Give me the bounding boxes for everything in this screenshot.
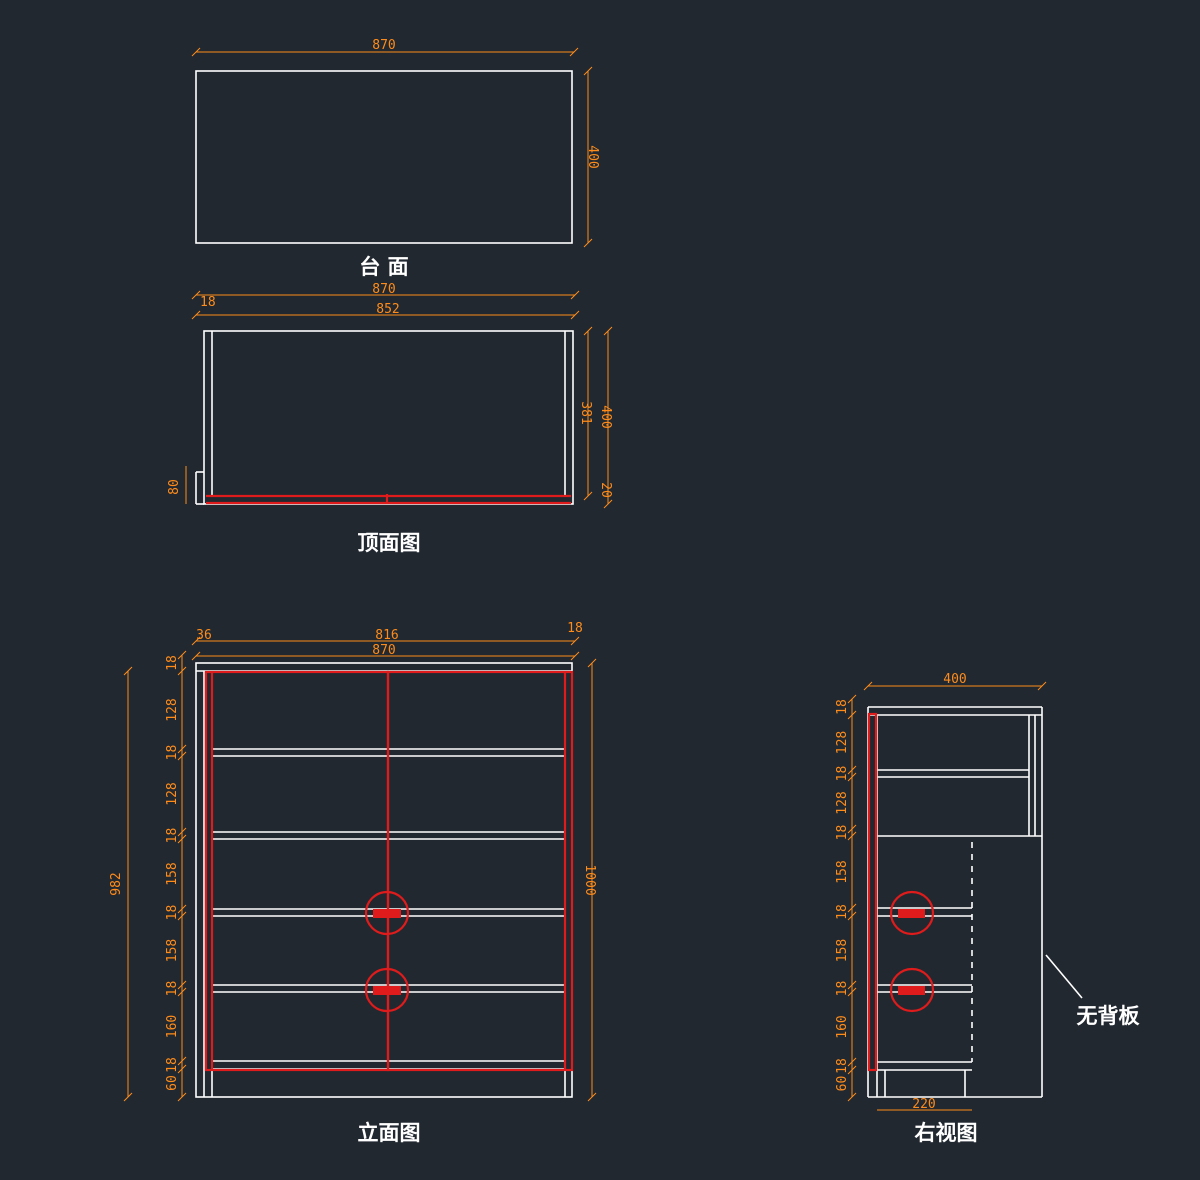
chain-dim: 18 xyxy=(835,825,850,841)
right-door xyxy=(386,670,574,1072)
countertop-label: 台 面 xyxy=(359,255,408,279)
chain-dim: 60 xyxy=(165,1075,180,1091)
top-view-outline xyxy=(203,330,574,505)
top-view: 870 852 18 381 400 20 80 顶面图 xyxy=(167,282,613,555)
front-view-outline xyxy=(195,662,573,1098)
chain-dim: 128 xyxy=(165,698,180,721)
chain-dim: 160 xyxy=(835,1015,850,1038)
chain-dim: 18 xyxy=(165,905,180,921)
top-bottom-left-dim: 80 xyxy=(167,479,182,495)
side-door-edge xyxy=(867,712,878,1072)
chain-dim: 128 xyxy=(835,791,850,814)
side-left-chain: 18 128 18 128 18 158 18 158 18 160 18 60 xyxy=(835,694,857,1102)
countertop-width-dim: 870 xyxy=(372,38,395,53)
side-base-dim: 220 xyxy=(912,1097,935,1112)
front-left-dim: 36 xyxy=(196,628,212,643)
front-view-label: 立面图 xyxy=(358,1121,421,1145)
chain-dim: 160 xyxy=(165,1015,180,1038)
front-overall-dim: 870 xyxy=(372,643,395,658)
chain-dim: 128 xyxy=(835,731,850,754)
side-view-label: 右视图 xyxy=(915,1121,978,1145)
countertop-view: 870 400 台 面 xyxy=(191,38,600,279)
hinge-icon xyxy=(889,967,935,1013)
hinge-icon xyxy=(364,967,410,1013)
top-inner-dim: 852 xyxy=(376,302,399,317)
chain-dim: 18 xyxy=(165,1057,180,1073)
top-overall-dim: 870 xyxy=(372,282,395,297)
hinge-icon xyxy=(364,890,410,936)
front-right-dim: 18 xyxy=(567,621,583,636)
front-left-chain: 18 128 18 128 18 158 18 158 18 160 18 60 xyxy=(165,650,187,1102)
chain-dim: 18 xyxy=(165,655,180,671)
chain-dim: 18 xyxy=(165,745,180,761)
chain-dim: 128 xyxy=(165,782,180,805)
chain-dim: 18 xyxy=(835,981,850,997)
front-height-inner-dim: 982 xyxy=(109,872,124,895)
chain-dim: 158 xyxy=(835,860,850,883)
top-side-dim: 18 xyxy=(200,295,216,310)
chain-dim: 158 xyxy=(165,939,180,962)
left-door xyxy=(204,670,390,1072)
front-height-dim: 1000 xyxy=(582,864,597,895)
chain-dim: 60 xyxy=(835,1076,850,1092)
side-width-dim: 400 xyxy=(943,672,966,687)
front-mid-dim: 816 xyxy=(375,628,398,643)
chain-dim: 18 xyxy=(835,1058,850,1074)
front-view: 36 816 18 870 1000 982 18128181281815818… xyxy=(109,621,597,1145)
chain-dim: 158 xyxy=(835,939,850,962)
top-view-label: 顶面图 xyxy=(358,531,421,555)
chain-dim: 158 xyxy=(165,862,180,885)
chain-dim: 18 xyxy=(835,904,850,920)
chain-dim: 18 xyxy=(165,828,180,844)
chain-dim: 18 xyxy=(165,981,180,997)
top-depth-dim: 400 xyxy=(598,405,613,428)
countertop-depth-dim: 400 xyxy=(585,145,600,168)
hinge-icon xyxy=(889,890,935,936)
top-depth-inner-dim: 381 xyxy=(578,401,593,424)
chain-dim: 18 xyxy=(835,699,850,715)
side-note-label: 无背板 xyxy=(1077,1004,1141,1028)
top-bottom-right-dim: 20 xyxy=(598,482,613,498)
countertop-outline xyxy=(195,70,573,244)
chain-dim: 18 xyxy=(835,766,850,782)
side-view: 400 220 18 128 18 128 18 158 18 158 18 160 18 60 无背… xyxy=(835,672,1140,1145)
